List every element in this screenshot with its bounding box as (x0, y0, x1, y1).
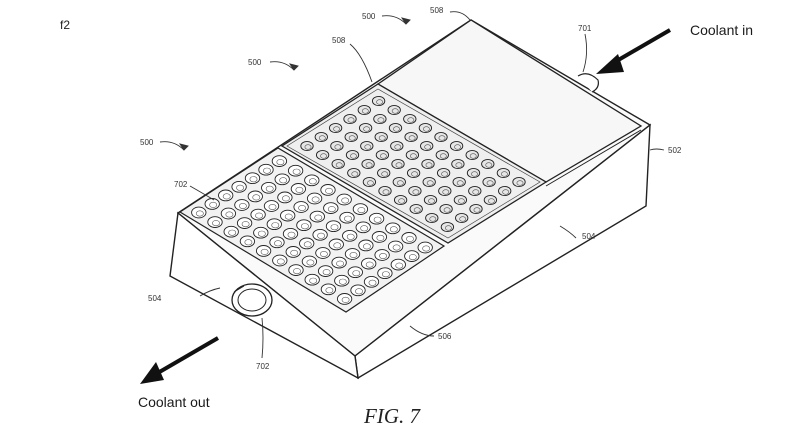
battery-cells (191, 155, 433, 305)
coolant-out-arrow (140, 336, 220, 384)
ref-701: 701 (578, 24, 592, 33)
ref-500-mid: 500 (248, 58, 262, 67)
figure-caption: FIG. 7 (364, 404, 420, 428)
ref-504-right: 504 (582, 232, 596, 241)
figure-tag: f2 (60, 18, 71, 32)
coolant-inlet-port (577, 73, 599, 93)
ref-500-left: 500 (140, 138, 154, 147)
ref-502: 502 (668, 146, 682, 155)
ref-702-top: 702 (174, 180, 188, 189)
ref-500-top: 500 (362, 12, 376, 21)
coolant-in-arrow (596, 28, 672, 74)
leader-lines (159, 11, 665, 359)
ref-508-top: 508 (430, 6, 444, 15)
ref-702: 702 (256, 362, 270, 371)
ref-506: 506 (438, 332, 452, 341)
coolant-in-label: Coolant in (690, 22, 754, 38)
ref-508-mid: 508 (332, 36, 346, 45)
cold-plate-holes (300, 95, 526, 233)
ref-504-left: 504 (148, 294, 162, 303)
coolant-outlet-port (231, 283, 273, 317)
coolant-out-label: Coolant out (138, 394, 210, 410)
